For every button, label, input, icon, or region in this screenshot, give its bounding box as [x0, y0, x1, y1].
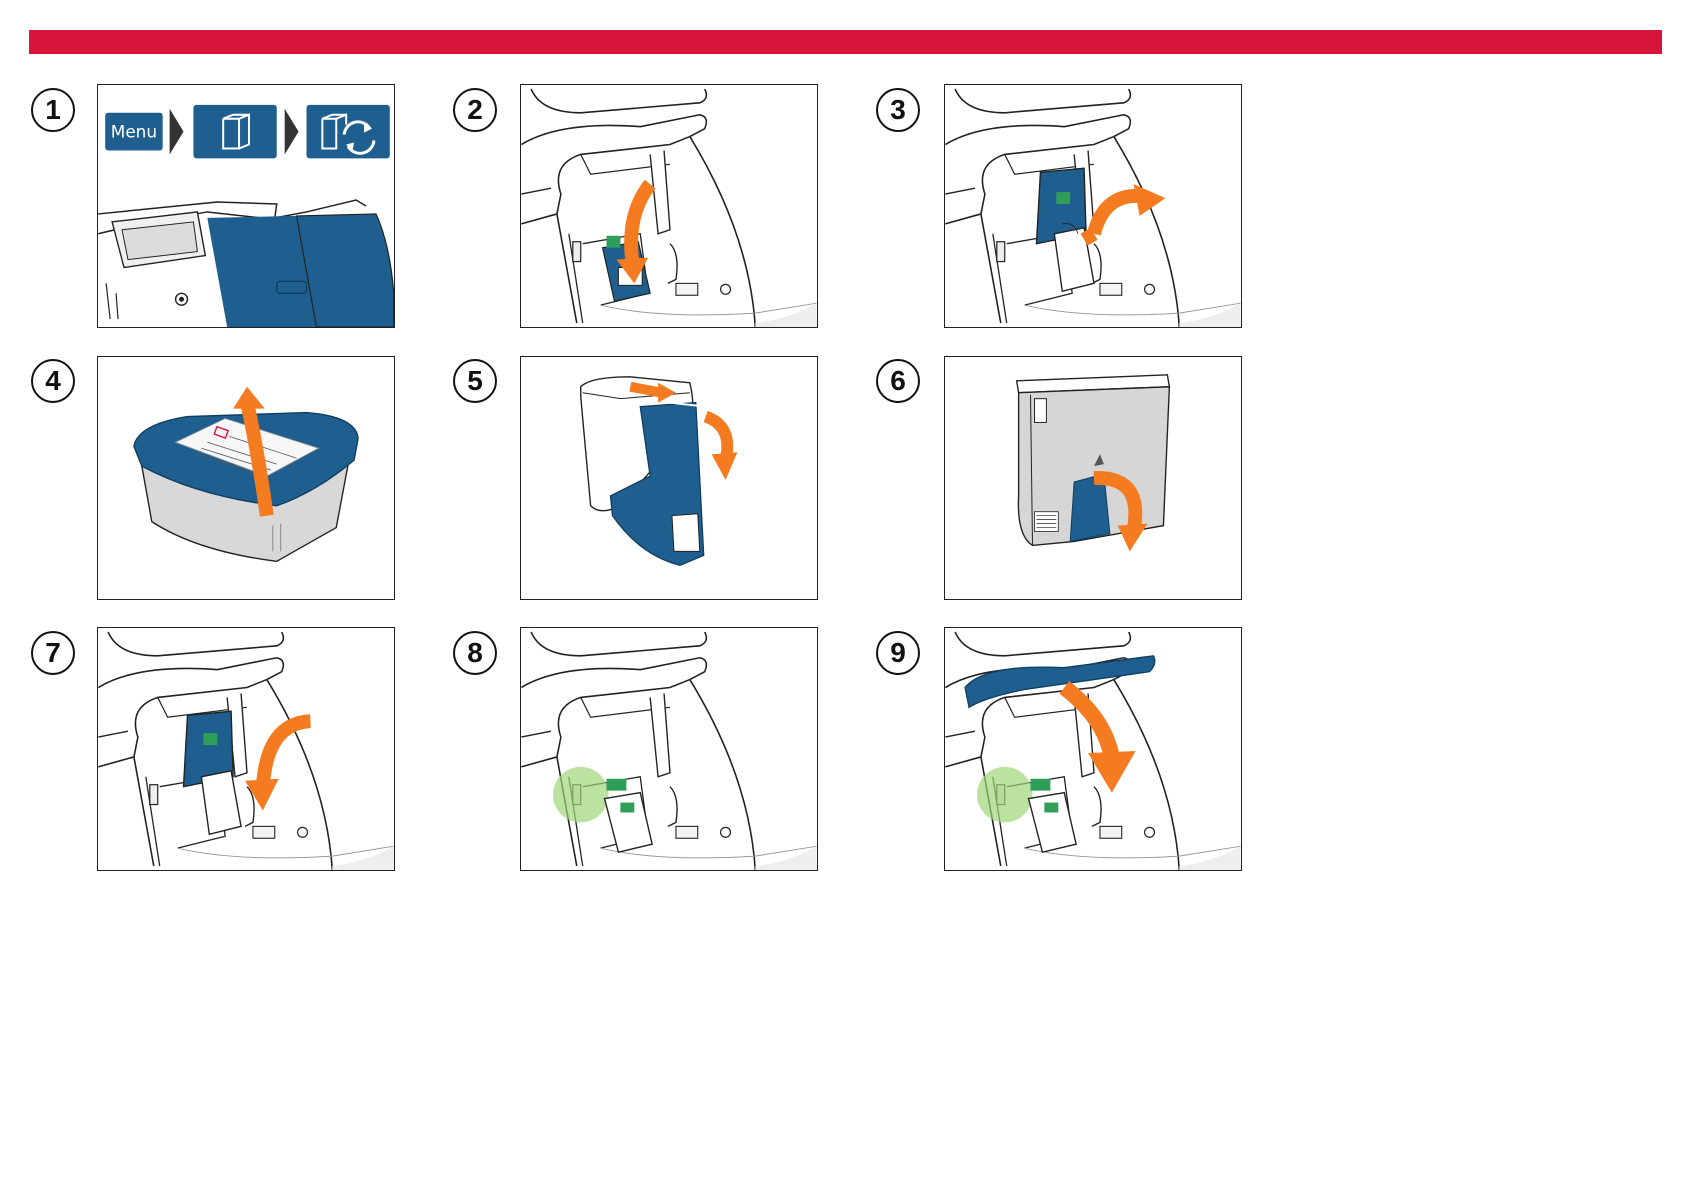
cartridge-menu-icon [193, 105, 276, 159]
illustration-close-cover [944, 627, 1242, 871]
arrow-down-icon [1088, 751, 1136, 793]
step-number: 2 [453, 88, 497, 132]
step-number: 9 [876, 631, 920, 675]
illustration-menu-navigation: Menu [97, 84, 395, 328]
menu-label: Menu [111, 122, 157, 142]
step-number: 5 [453, 359, 497, 403]
highlight-circle [553, 767, 609, 823]
step-number: 3 [876, 88, 920, 132]
step-number: 4 [31, 359, 75, 403]
step-number: 8 [453, 631, 497, 675]
illustration-open-clip [520, 356, 818, 600]
illustration-insert-cartridge [97, 627, 395, 871]
highlight-circle [977, 767, 1033, 823]
rotate-arrow-icon [1118, 524, 1148, 552]
rotate-arrow-icon [245, 779, 279, 811]
rotate-arrow-icon [1134, 184, 1166, 216]
illustration-tilt-cartridge [944, 84, 1242, 328]
arrow-up-icon [233, 387, 265, 409]
illustration-insert-arrow-down [520, 84, 818, 328]
step-number: 1 [31, 88, 75, 132]
rotate-arrow-icon [712, 452, 738, 480]
illustration-cartridge-seated [520, 627, 818, 871]
step-number: 6 [876, 359, 920, 403]
cartridge-replace-icon [307, 105, 390, 159]
step-number: 7 [31, 631, 75, 675]
chevron-right-icon [285, 109, 299, 155]
illustration-remove-tape [944, 356, 1242, 600]
chevron-right-icon [170, 109, 184, 155]
machine-outline [98, 200, 394, 327]
illustration-remove-cap [97, 356, 395, 600]
header-bar [29, 30, 1662, 54]
